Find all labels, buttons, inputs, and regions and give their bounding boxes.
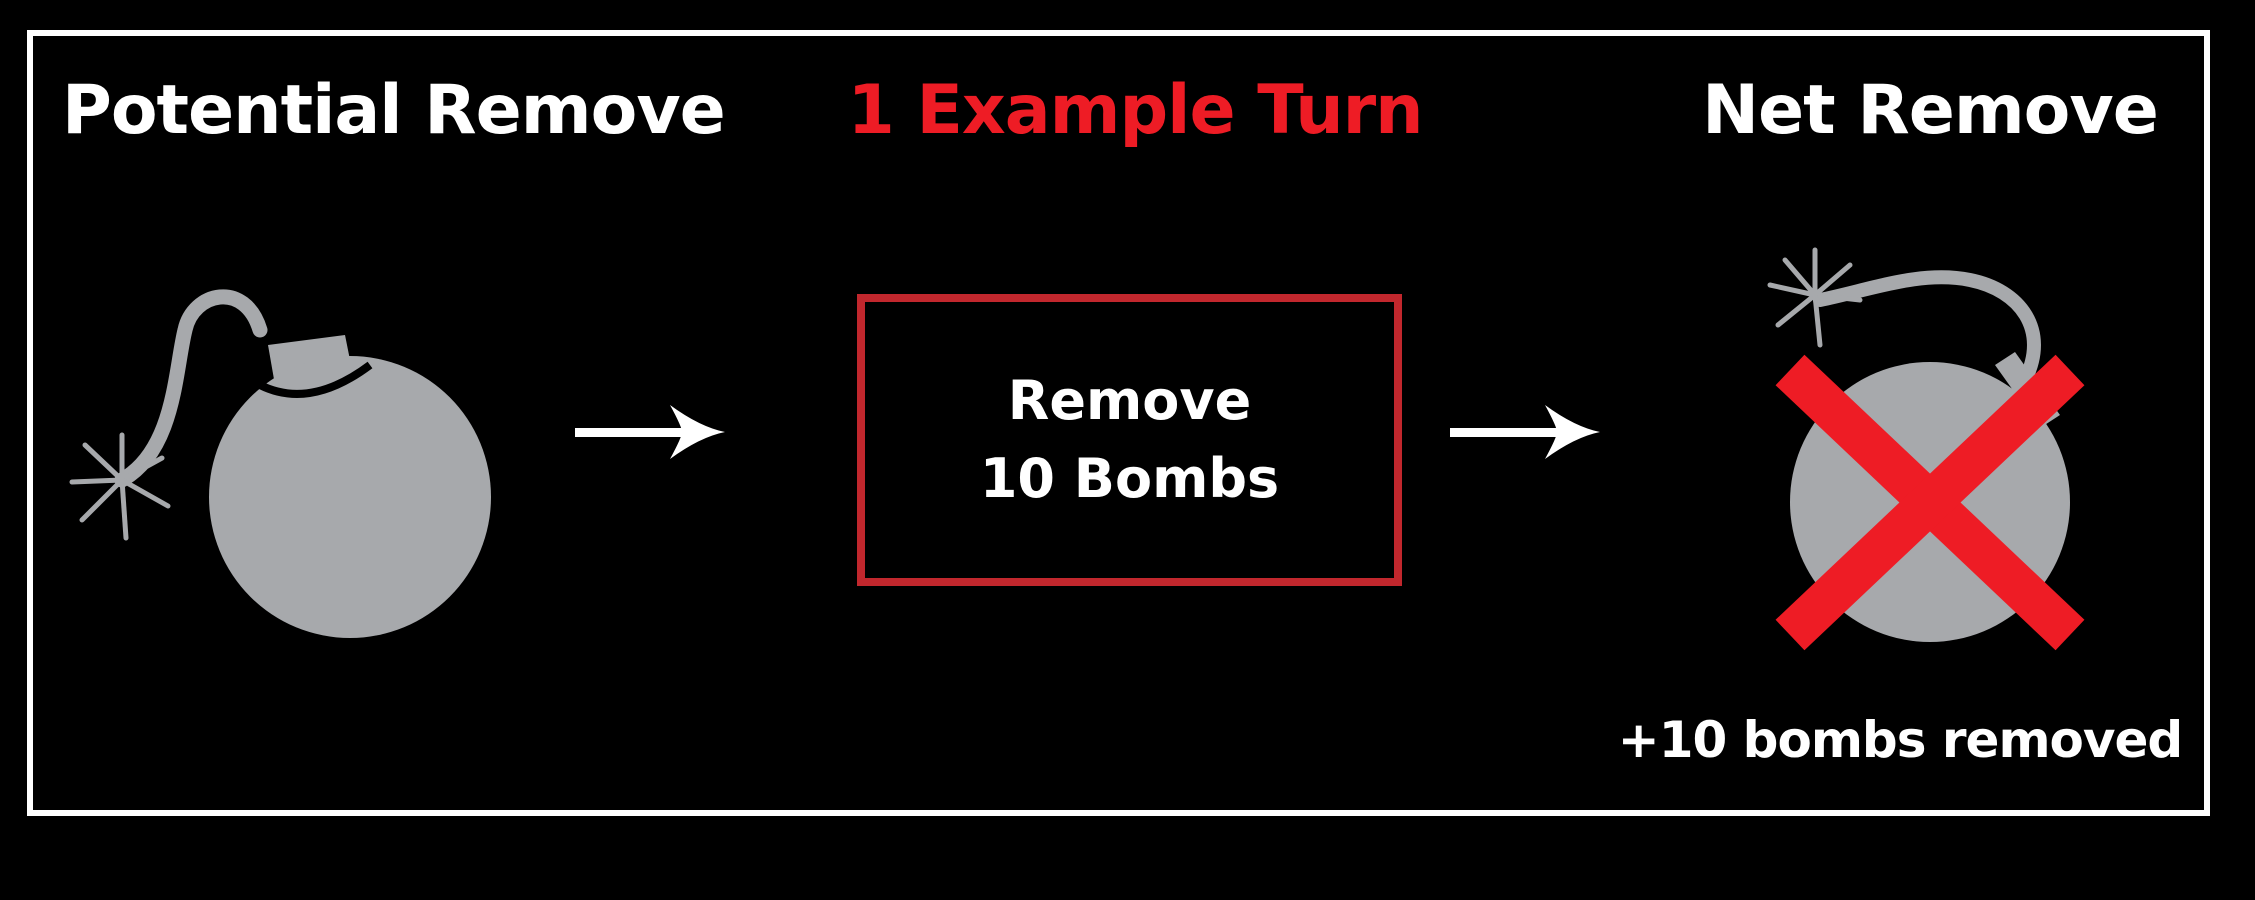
result-text: +10 bombs removed <box>1617 711 2183 769</box>
diagram-frame <box>27 30 2210 816</box>
action-box: Remove 10 Bombs <box>857 294 1402 586</box>
heading-net-remove: Net Remove <box>1702 71 2159 150</box>
heading-potential-remove: Potential Remove <box>62 71 726 150</box>
heading-example-turn: 1 Example Turn <box>847 71 1423 150</box>
action-line-1: Remove <box>1007 369 1252 432</box>
action-line-2: 10 Bombs <box>979 447 1280 510</box>
bomb-crossed-icon <box>1767 247 2085 651</box>
bomb-icon <box>69 289 491 638</box>
arrow-right-icon <box>575 405 725 459</box>
arrow-right-icon <box>1450 405 1600 459</box>
